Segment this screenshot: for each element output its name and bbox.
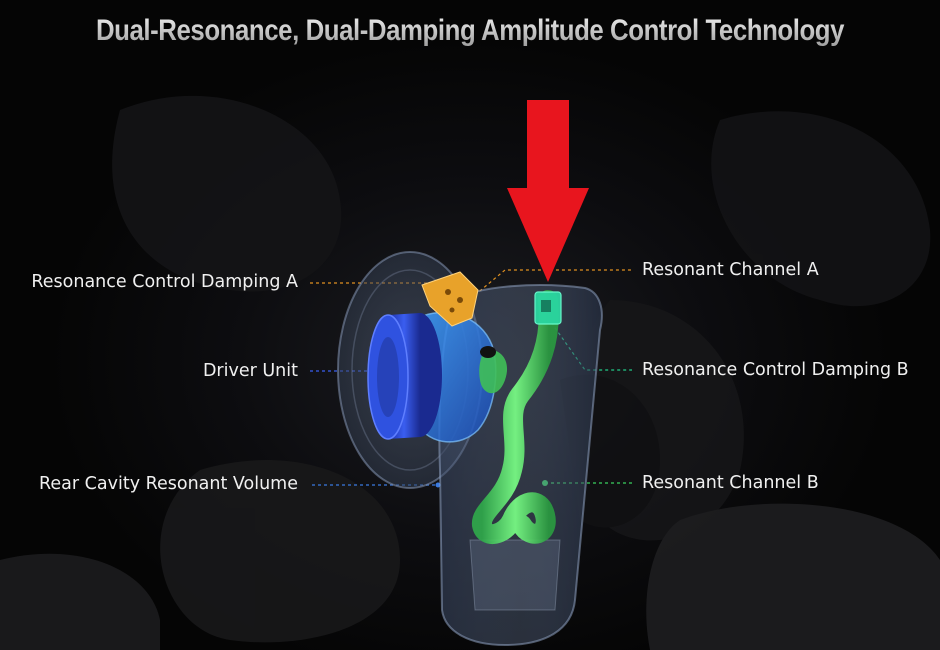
label-rear-cavity-resonant-volume: Rear Cavity Resonant Volume <box>12 474 298 494</box>
red-down-arrow-icon <box>507 100 589 282</box>
page-title: Dual-Resonance, Dual-Damping Amplitude C… <box>66 14 874 48</box>
label-resonant-channel-b: Resonant Channel B <box>642 473 819 493</box>
label-driver-unit: Driver Unit <box>12 361 298 381</box>
label-resonant-channel-a: Resonant Channel A <box>642 260 819 280</box>
label-resonance-control-damping-b: Resonance Control Damping B <box>642 360 909 380</box>
label-resonance-control-damping-a: Resonance Control Damping A <box>12 272 298 292</box>
